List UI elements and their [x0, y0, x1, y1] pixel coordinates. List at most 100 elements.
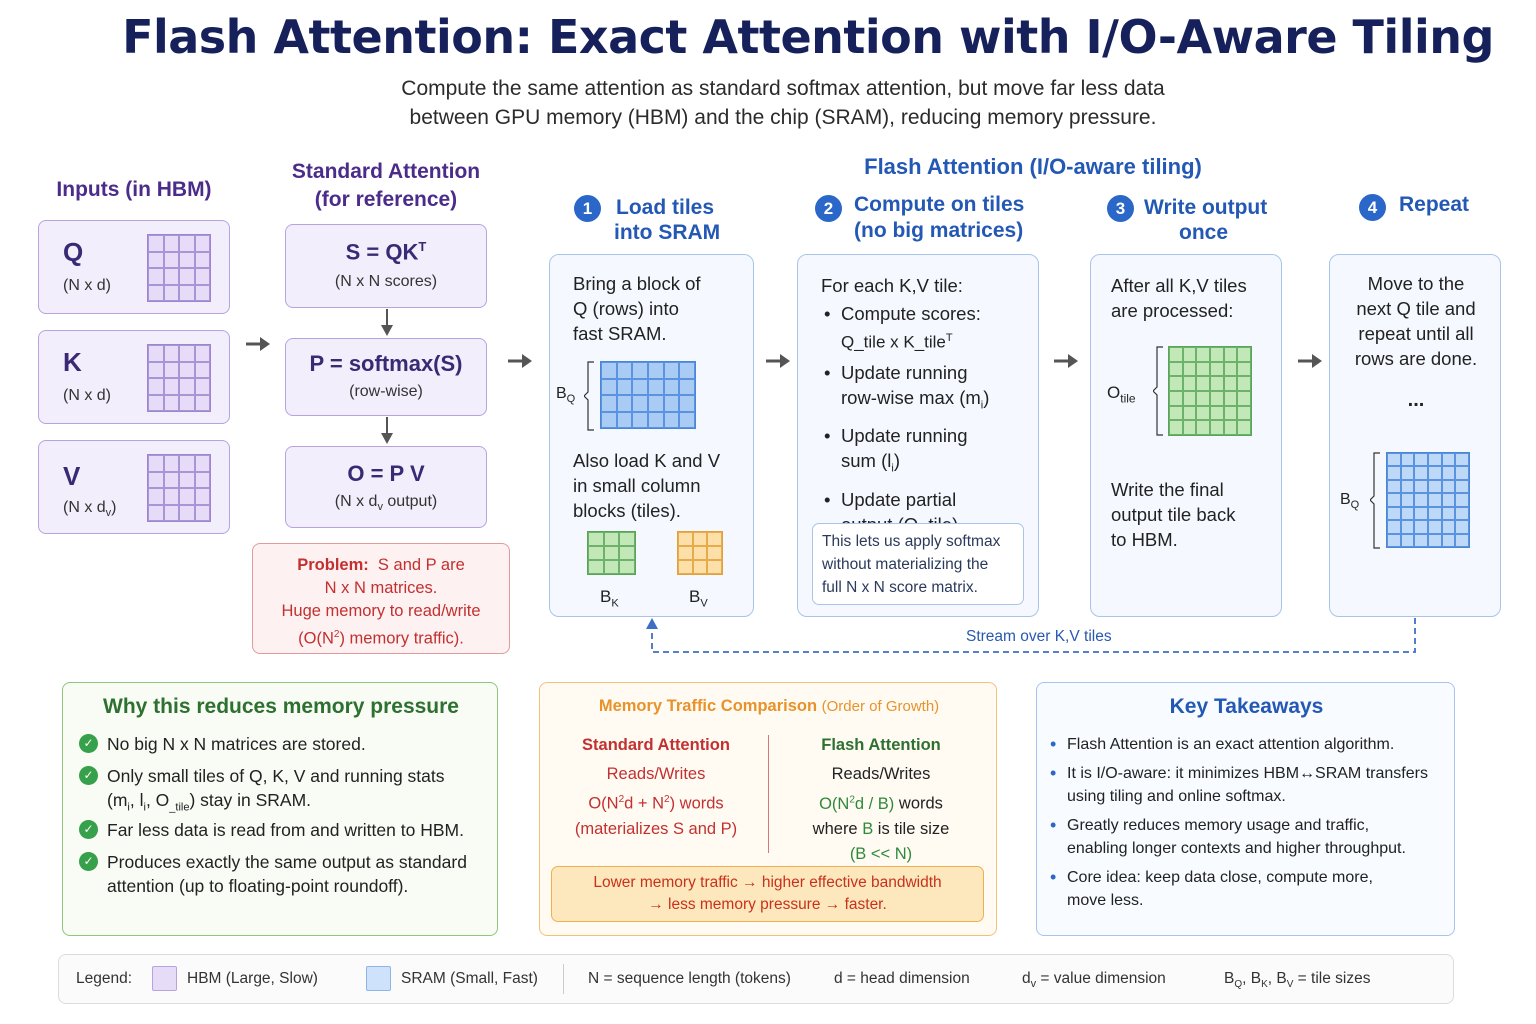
legend-n: N = sequence length (tokens)	[588, 970, 791, 987]
bq-label: BQ	[556, 385, 576, 406]
traffic-banner: Lower memory traffic → higher effective …	[551, 866, 984, 922]
takeaway-1: Flash Attention is an exact attention al…	[1047, 733, 1452, 756]
v-tile-grid	[677, 531, 723, 575]
v-matrix-grid	[147, 454, 211, 522]
takeaway-3: Greatly reduces memory usage and traffic…	[1047, 814, 1452, 860]
legend-sram: SRAM (Small, Fast)	[401, 970, 538, 987]
bv-label: BV	[689, 587, 708, 610]
bracket-icon	[1370, 452, 1380, 549]
traffic-heading: Memory Traffic Comparison (Order of Grow…	[598, 697, 940, 715]
step-2-header: 2 Compute on tiles (no big matrices)	[815, 191, 1045, 242]
step-4-text: Move to the next Q tile and repeat until…	[1354, 273, 1478, 369]
why-item-1: No big N x N matrices are stored.	[107, 734, 366, 754]
legend-divider	[563, 964, 564, 994]
output-dims: (N x dv output)	[334, 493, 438, 514]
subtitle-line-1: Compute the same attention as standard s…	[401, 77, 1165, 100]
q-tile-grid	[600, 361, 696, 429]
q-matrix-grid	[147, 234, 211, 302]
step-2-badge: 2	[815, 195, 842, 222]
input-q-box: Q (N x d)	[38, 220, 230, 314]
traffic-flash-column: Flash Attention Reads/Writes O(N2d / B) …	[812, 736, 950, 863]
arrow-right-icon	[246, 337, 270, 351]
step-3-card: After all K,V tiles are processed: Otile…	[1090, 254, 1282, 617]
takeaways-heading: Key Takeaways	[1169, 695, 1324, 718]
stream-loop-arrow	[646, 618, 1416, 653]
step-4-card: Move to the next Q tile and repeat until…	[1329, 254, 1501, 617]
why-item-2: Only small tiles of Q, K, V and running …	[107, 766, 445, 814]
step-1-also-text: Also load K and V in small column blocks…	[573, 450, 721, 521]
hbm-swatch	[152, 966, 177, 991]
step-3-header: 3 Write output once	[1107, 194, 1307, 244]
scores-box: S = QKT (N x N scores)	[285, 224, 487, 308]
arrow-right-icon	[1298, 354, 1322, 368]
takeaways-list: Flash Attention is an exact attention al…	[1047, 733, 1452, 918]
subtitle-line-2: between GPU memory (HBM) and the chip (S…	[409, 106, 1157, 129]
legend-dv: dv = value dimension	[1022, 970, 1166, 991]
step-3-write-text: Write the final output tile back to HBM.	[1111, 479, 1236, 550]
inputs-heading: Inputs (in HBM)	[56, 178, 212, 201]
step-3-badge: 3	[1107, 195, 1134, 222]
input-v-box: V (N x dv)	[38, 440, 230, 534]
bk-label: BK	[600, 587, 619, 610]
problem-callout: Problem: S and P are N x N matrices. Hug…	[252, 543, 510, 654]
output-equation: O = P V	[347, 461, 425, 486]
step-4-header: 4 Repeat	[1359, 191, 1499, 221]
arrow-right-icon	[1054, 354, 1078, 368]
input-q-dims: (N x d)	[63, 277, 111, 294]
traffic-divider	[768, 735, 769, 853]
ellipsis: ...	[1407, 389, 1425, 411]
arrow-down-icon	[381, 309, 393, 336]
takeaway-4: Core idea: keep data close, compute more…	[1047, 866, 1452, 912]
page-subtitle: Compute the same attention as standard s…	[0, 74, 1536, 132]
input-v-label: V	[63, 461, 81, 491]
why-panel: Why this reduces memory pressure ✓ No bi…	[62, 682, 498, 936]
step-4-badge: 4	[1359, 194, 1386, 221]
o-tile-grid	[1168, 346, 1252, 436]
takeaway-2: It is I/O-aware: it minimizes HBM↔SRAM t…	[1047, 762, 1452, 808]
flash-heading: Flash Attention (I/O-aware tiling)	[864, 154, 1202, 179]
o-tile-label: Otile	[1107, 383, 1136, 406]
arrow-down-icon	[381, 417, 393, 444]
traffic-standard-column: Standard Attention Reads/Writes O(N2d + …	[574, 736, 738, 838]
input-k-dims: (N x d)	[63, 387, 111, 404]
why-item-4: Produces exactly the same output as stan…	[107, 852, 467, 896]
next-q-tile-grid	[1386, 452, 1470, 548]
arrow-right-icon	[508, 354, 532, 368]
input-q-label: Q	[63, 237, 84, 267]
k-tile-grid	[587, 531, 636, 575]
legend-bar	[58, 954, 1454, 1004]
check-icon: ✓	[79, 820, 98, 839]
check-icon: ✓	[79, 852, 98, 871]
bracket-icon	[584, 361, 594, 431]
legend-tiles: BQ, BK, BV = tile sizes	[1224, 970, 1371, 991]
softmax-note-callout: This lets us apply softmax without mater…	[812, 523, 1024, 605]
scores-dims: (N x N scores)	[334, 273, 438, 290]
stream-label: Stream over K,V tiles	[966, 628, 1112, 645]
input-k-box: K (N x d)	[38, 330, 230, 424]
step-2-card: For each K,V tile: Compute scores:Q_tile…	[797, 254, 1039, 617]
step-1-header: 1 Load tiles into SRAM	[574, 194, 774, 244]
sram-swatch	[366, 966, 391, 991]
traffic-panel: Memory Traffic Comparison (Order of Grow…	[539, 682, 997, 936]
softmax-equation: P = softmax(S)	[309, 351, 463, 376]
scores-equation: S = QKT	[345, 239, 427, 265]
step-2-intro: For each K,V tile:	[821, 275, 963, 296]
page-title: Flash Attention: Exact Attention with I/…	[122, 10, 1494, 64]
input-v-dims: (N x dv)	[63, 499, 117, 520]
softmax-note: (row-wise)	[349, 383, 423, 400]
standard-heading: Standard Attention (for reference)	[291, 160, 481, 211]
check-icon: ✓	[79, 734, 98, 753]
bq-label-repeat: BQ	[1340, 491, 1360, 512]
takeaways-panel: Key Takeaways Flash Attention is an exac…	[1036, 682, 1455, 936]
arrow-right-icon	[766, 354, 790, 368]
legend-d: d = head dimension	[834, 970, 970, 987]
k-matrix-grid	[147, 344, 211, 412]
step-3-text: After all K,V tiles are processed:	[1111, 275, 1247, 321]
step-2-item-scores: Compute scores:Q_tile x K_tileT	[821, 301, 1031, 355]
step-1-text: Bring a block of Q (rows) into fast SRAM…	[573, 273, 701, 344]
legend-label: Legend:	[76, 970, 133, 987]
step-1-badge: 1	[574, 195, 601, 222]
check-icon: ✓	[79, 766, 98, 785]
